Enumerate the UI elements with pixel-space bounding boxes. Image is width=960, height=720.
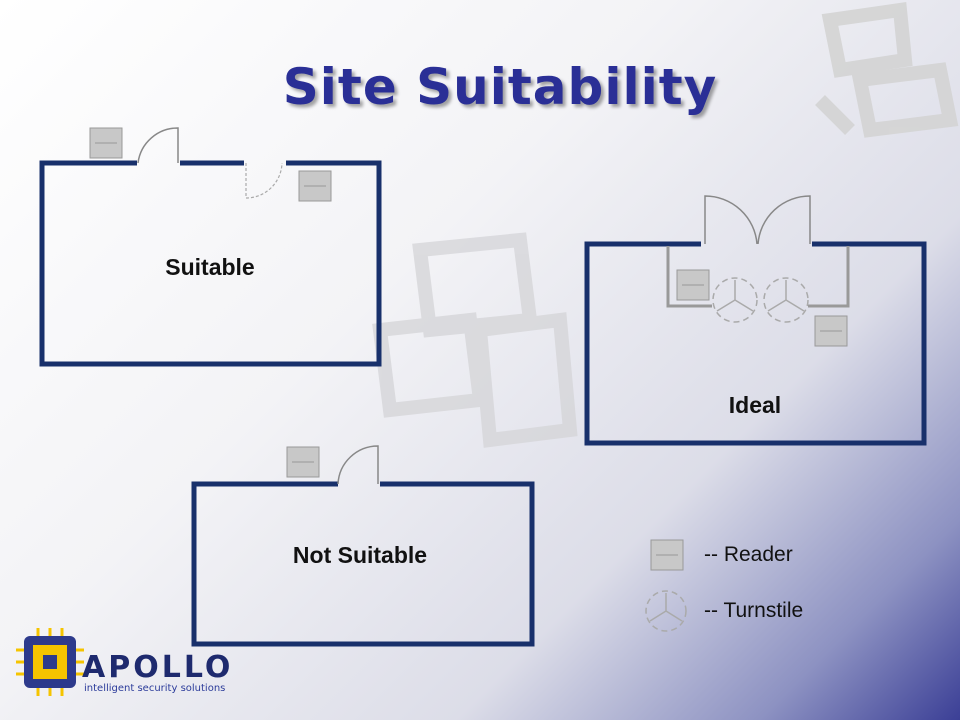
logo-tagline: intelligent security solutions bbox=[84, 683, 226, 694]
room-not-suitable bbox=[191, 445, 535, 647]
legend bbox=[645, 539, 687, 632]
door-swing bbox=[704, 195, 758, 245]
room-ideal bbox=[584, 195, 927, 446]
legend-turnstile-icon bbox=[645, 590, 687, 632]
door-swing bbox=[137, 127, 179, 164]
page-title: Site Suitability bbox=[282, 58, 718, 116]
logo-name: APOLLO bbox=[82, 650, 234, 685]
door-swing bbox=[337, 445, 379, 485]
turnstile-icon bbox=[763, 277, 809, 323]
legend-turnstile-label: -- Turnstile bbox=[704, 599, 804, 622]
turnstile-icon bbox=[712, 277, 758, 323]
label-not-suitable: Not Suitable bbox=[292, 542, 428, 568]
watermark-top-right bbox=[815, 2, 959, 138]
label-suitable: Suitable bbox=[165, 254, 255, 280]
apollo-logo-emblem bbox=[16, 628, 84, 696]
label-ideal: Ideal bbox=[728, 392, 782, 418]
inner-door-swing bbox=[245, 162, 283, 199]
legend-reader-label: -- Reader bbox=[704, 543, 793, 566]
door-swing bbox=[757, 195, 811, 245]
watermark-center bbox=[372, 232, 578, 448]
room-suitable bbox=[39, 127, 382, 367]
